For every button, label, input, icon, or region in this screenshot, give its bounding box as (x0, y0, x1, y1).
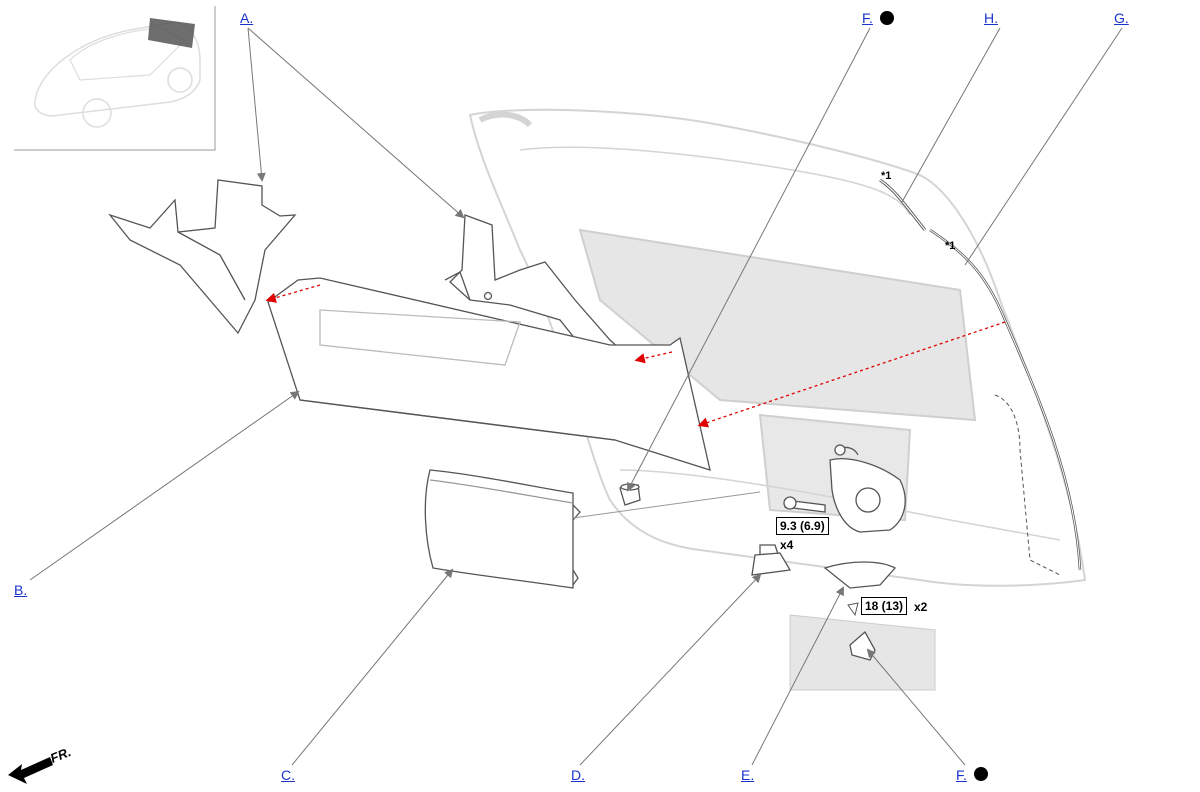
harness-h (879, 178, 927, 231)
callout-e[interactable]: E. (741, 767, 755, 783)
front-direction-arrow-icon (8, 757, 53, 784)
qty-striker-bolt: x2 (914, 600, 928, 614)
note-star1-upper: *1 (881, 170, 892, 182)
part-b-lower-trim-panel (267, 277, 711, 471)
callout-d[interactable]: D. (571, 767, 585, 783)
vehicle-locator-inset (14, 6, 216, 151)
callout-leader-lines (29, 27, 1123, 766)
striker-base-area (789, 602, 936, 691)
torque-latch-bolt: 9.3 (6.9) (776, 517, 829, 535)
part-c-cover-panel (424, 469, 581, 589)
callout-b[interactable]: B. (14, 582, 28, 598)
part-d-clip (751, 544, 792, 576)
part-a-left-upper-trim (108, 179, 297, 335)
tailgate-latch-assembly (783, 444, 906, 533)
qty-latch-bolt: x4 (780, 538, 794, 552)
callout-f-top[interactable]: F. (862, 10, 873, 26)
torque-striker-bolt: 18 (13) (861, 597, 908, 615)
callout-g[interactable]: G. (1114, 10, 1129, 26)
filled-circle-icon (880, 11, 894, 25)
callout-f-top-label[interactable]: F. (862, 10, 873, 26)
callout-h[interactable]: H. (984, 10, 998, 26)
callout-a[interactable]: A. (240, 10, 254, 26)
callout-f-bottom-label[interactable]: F. (956, 767, 967, 783)
callout-c[interactable]: C. (281, 767, 295, 783)
part-e-striker-cover (823, 561, 897, 589)
callout-f-bottom[interactable]: F. (956, 767, 967, 783)
filled-circle-icon (974, 767, 988, 781)
note-star1-lower: *1 (945, 240, 956, 252)
harness-g (929, 228, 1082, 576)
